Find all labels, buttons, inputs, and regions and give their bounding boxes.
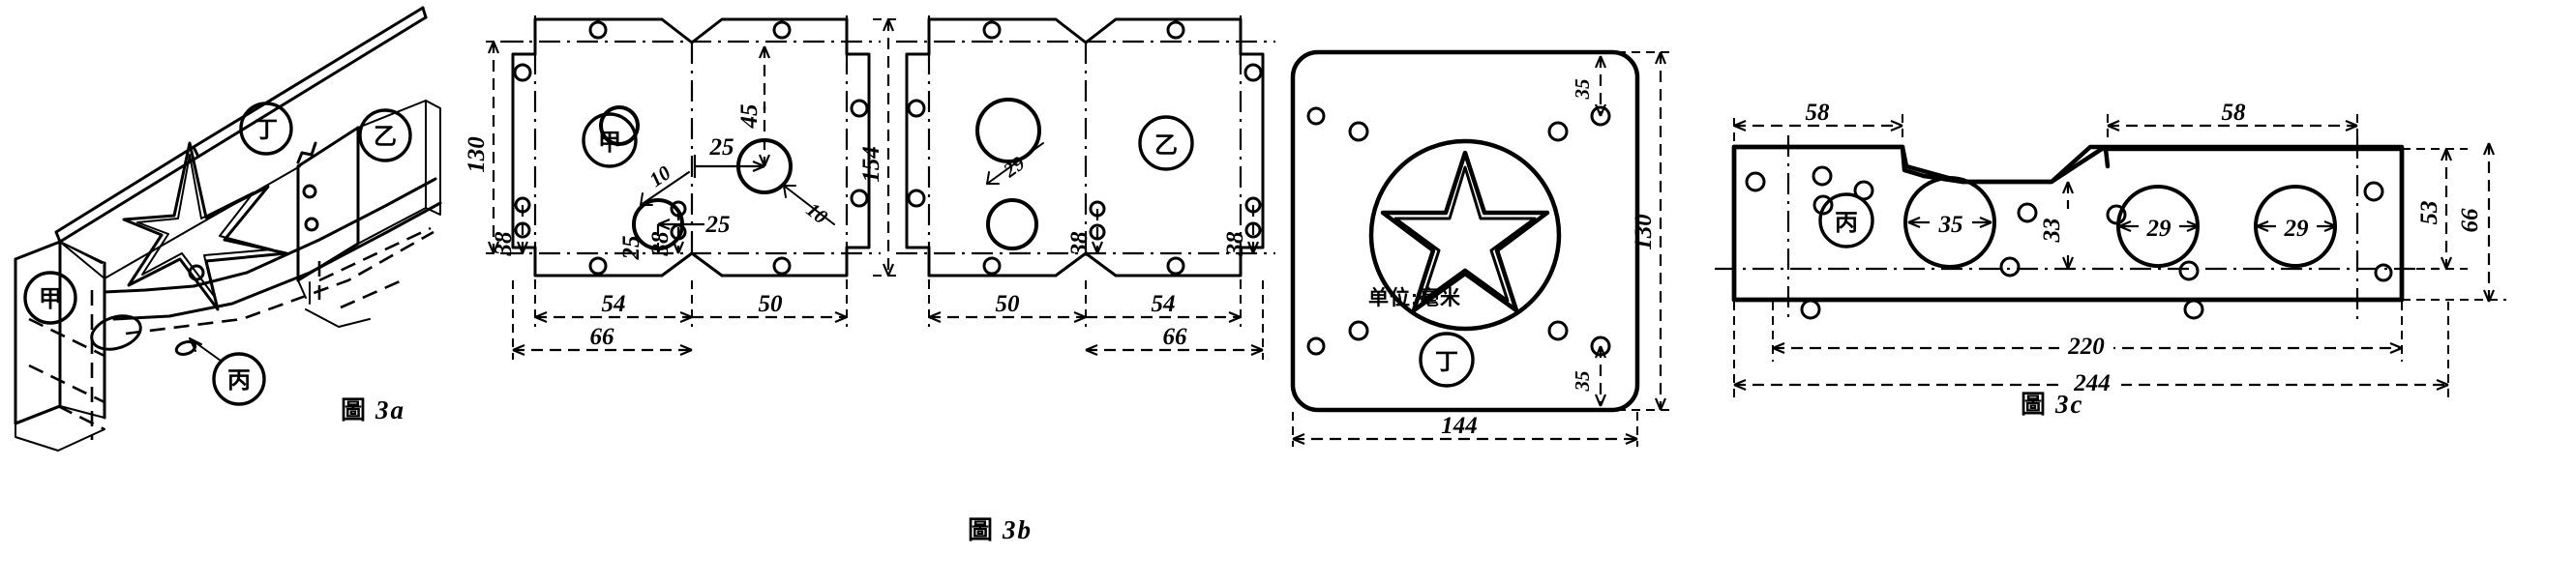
dim-29-hole-3: 29: [2256, 209, 2337, 242]
unit-note: 单位:毫米: [1368, 287, 1461, 309]
dim-53-label: 53: [2416, 201, 2442, 225]
figure-3b: 甲 45 25 10: [464, 0, 1326, 512]
balloon-ding-3a-label: 丁: [255, 116, 278, 143]
dim-35-top: 35: [1571, 55, 1607, 117]
dim-25-lower: 25 25: [618, 212, 731, 261]
figure-3c-caption-number: 3c: [2055, 390, 2084, 419]
dim-58-right-label: 58: [2222, 100, 2247, 126]
dim-144-label: 144: [1441, 413, 1478, 439]
balloon-bing-3c-label: 丙: [1835, 209, 1858, 236]
dim-50-left-label: 50: [759, 291, 784, 317]
dim-35-hole: 35: [1907, 205, 1992, 238]
dim-54-right-label: 54: [1152, 291, 1176, 317]
plate-drawing: 丁 130 35 35: [1290, 49, 1674, 447]
balloon-yi-3a-label: 乙: [374, 123, 397, 150]
dim-58-left: 58: [1733, 100, 1903, 143]
figure-3a: 甲 丙: [0, 0, 455, 454]
balloon-yi-3a: 乙: [358, 108, 412, 162]
dim-38-d-label: 38: [1222, 231, 1248, 257]
figure-3b-caption-label: 圖: [968, 516, 996, 544]
dim-66-3c-label: 66: [2457, 208, 2483, 233]
dim-50-right-label: 50: [996, 291, 1021, 317]
dim-144: 144: [1292, 412, 1638, 447]
dim-66-right: 66: [1085, 280, 1264, 360]
figure-3b-caption-number: 3b: [1003, 515, 1033, 544]
dim-244: 244: [1733, 302, 2449, 398]
dim-10-lower: 10: [640, 161, 690, 206]
dim-66-3c: 66: [2402, 142, 2506, 303]
balloon-ding-plate-label: 丁: [1435, 348, 1458, 375]
balloon-jia-3a: 甲: [23, 271, 77, 325]
balloon-jia-3b-label: 甲: [598, 129, 621, 156]
balloon-bing-3a-label: 丙: [227, 366, 251, 394]
dim-29-hole-3-label: 29: [2284, 216, 2310, 242]
figure-3a-caption-number: 3a: [375, 395, 406, 424]
dim-130-plate: 130: [1603, 51, 1674, 411]
dim-54-right: 54: [1086, 280, 1242, 327]
balloon-yi-3b: 乙: [1138, 115, 1194, 171]
figure-3a-drawing: 甲 丙: [14, 6, 442, 452]
dim-38-c-label: 38: [1066, 231, 1093, 257]
dim-53: 53: [2402, 148, 2468, 270]
dim-25-upper-label: 25: [709, 134, 734, 161]
dim-29-hole-2: 29: [2118, 209, 2200, 242]
star-emblem-plate: [1368, 138, 1562, 332]
dim-154-label: 154: [858, 146, 884, 183]
dim-50-right: 50: [928, 280, 1087, 327]
balloon-yi-3b-label: 乙: [1154, 131, 1178, 159]
dim-58-right: 58: [2107, 100, 2358, 143]
dim-66-left: 66: [512, 280, 693, 360]
dim-58-left-label: 58: [1806, 100, 1831, 126]
dim-29-3b: 29: [986, 142, 1044, 185]
balloon-jia-3a-label: 甲: [39, 285, 62, 312]
figure-3a-caption-label: 圖: [341, 396, 369, 424]
dim-130-plate-label: 130: [1631, 214, 1657, 250]
balloon-jia-3b: 甲: [582, 112, 638, 168]
dim-54-left: 54: [534, 280, 693, 327]
dim-29-hole-2-label: 29: [2146, 216, 2172, 242]
dim-38-a-label: 38: [491, 231, 517, 257]
dim-154: 154: [858, 18, 900, 277]
dim-220: 220: [1772, 302, 2403, 362]
dim-45-label: 45: [736, 104, 763, 130]
dim-244-label: 244: [2073, 370, 2111, 396]
dim-35-bottom: 35: [1571, 345, 1607, 407]
dim-130-label: 130: [464, 136, 490, 173]
dim-38-b-label: 38: [647, 231, 674, 257]
dim-35-top-label: 35: [1571, 79, 1594, 101]
dim-50-left: 50: [692, 280, 848, 327]
dim-25-upper: 25: [693, 134, 765, 178]
figure-3b-drawing: 甲 45 25 10: [464, 15, 1275, 360]
balloon-ding-plate: 丁: [1419, 332, 1475, 388]
figure-3b-plate: 丁 130 35 35: [1277, 29, 1703, 464]
dim-25-lower-v-label: 25: [618, 236, 644, 261]
dim-25-lower-h-label: 25: [705, 212, 731, 238]
dim-130: 130: [464, 41, 532, 254]
figure-3c-drawing: 丙 35 29: [1715, 100, 2506, 398]
dim-66-right-label: 66: [1163, 324, 1188, 350]
dim-38-c: 38: [1066, 209, 1104, 257]
dim-38-a: 38: [491, 205, 529, 257]
balloon-bing-3c: 丙: [1818, 192, 1874, 248]
figure-3c-caption-label: 圖: [2021, 391, 2049, 419]
dim-54-left-label: 54: [602, 291, 626, 317]
dim-33: 33: [2039, 181, 2084, 270]
dim-35-bottom-label: 35: [1571, 371, 1594, 393]
dim-38-b: 38: [647, 209, 685, 257]
dim-45: 45: [736, 45, 771, 167]
dim-35-hole-label: 35: [1938, 212, 1963, 238]
dim-220-label: 220: [2067, 334, 2105, 360]
dim-10-upper: 10: [783, 185, 835, 229]
dim-10-lower-label: 10: [645, 161, 675, 191]
balloon-ding-3a: 丁: [239, 102, 293, 156]
star-emblem-3a: [122, 141, 288, 311]
dim-38-d: 38: [1222, 205, 1260, 257]
dim-33-label: 33: [2039, 219, 2065, 244]
dim-66-left-label: 66: [590, 324, 615, 350]
balloon-bing-3a: 丙: [189, 337, 266, 406]
figure-3c: 丙 35 29: [1703, 29, 2564, 416]
